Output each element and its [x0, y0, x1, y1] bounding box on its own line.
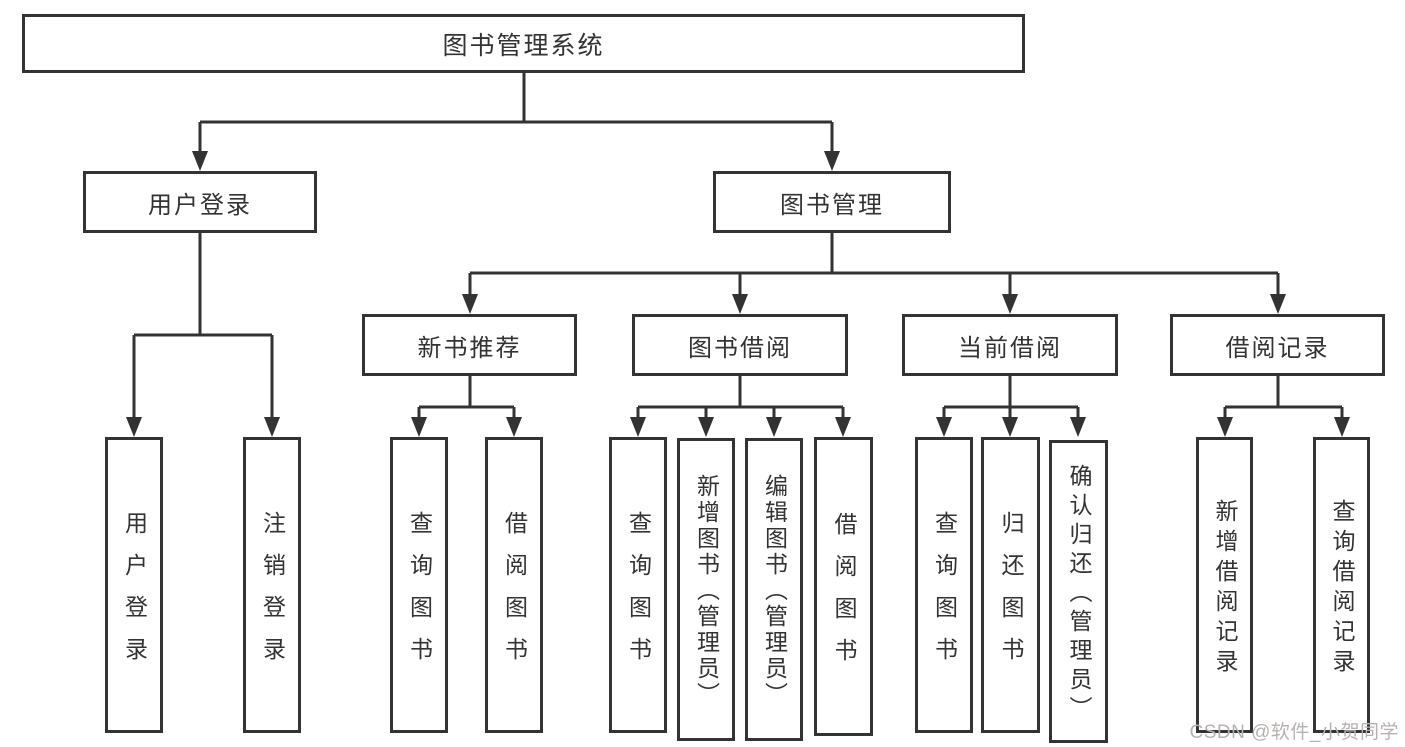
- leaf-confirm-return-admin: 确认归还（管理员）: [1049, 440, 1108, 743]
- node-library-management-system: 图书管理系统: [22, 14, 1025, 73]
- leaf-add-book-admin: 新增图书（管理员）: [677, 438, 735, 741]
- node-current-borrowing: 当前借阅: [902, 314, 1118, 376]
- edges-borrowing-records-children: [1217, 376, 1350, 437]
- leaf-query-borrow-record: 查询借阅记录: [1313, 437, 1370, 733]
- node-user-login: 用户登录: [83, 171, 317, 233]
- leaf-query-books-recommend: 查询图书: [390, 437, 448, 733]
- node-new-book-recommendation: 新书推荐: [362, 314, 577, 376]
- leaf-user-login: 用户登录: [105, 437, 163, 733]
- edges-user-login-children: [126, 233, 280, 437]
- edges-root-to-level2: [192, 73, 840, 171]
- leaf-logout: 注销登录: [243, 437, 301, 733]
- node-book-borrowing: 图书借阅: [632, 314, 848, 376]
- csdn-watermark: CSDN @软件_小贺同学: [1189, 722, 1399, 743]
- leaf-add-borrow-record: 新增借阅记录: [1196, 437, 1253, 733]
- edges-book-management-children: [462, 233, 1286, 314]
- edges-new-book-recommendation-children: [411, 376, 522, 437]
- edges-current-borrowing-children: [936, 376, 1086, 437]
- leaf-return-book: 归还图书: [981, 437, 1040, 733]
- leaf-query-books-current: 查询图书: [915, 437, 973, 733]
- leaf-edit-book-admin: 编辑图书（管理员）: [745, 438, 803, 741]
- leaf-borrow-books-recommend: 借阅图书: [485, 437, 543, 733]
- leaf-query-books-borrowing: 查询图书: [609, 437, 667, 733]
- node-borrowing-records: 借阅记录: [1170, 314, 1385, 376]
- leaf-borrow-books-borrowing: 借阅图书: [814, 437, 873, 736]
- node-book-management: 图书管理: [713, 171, 951, 233]
- edges-book-borrowing-children: [630, 376, 851, 437]
